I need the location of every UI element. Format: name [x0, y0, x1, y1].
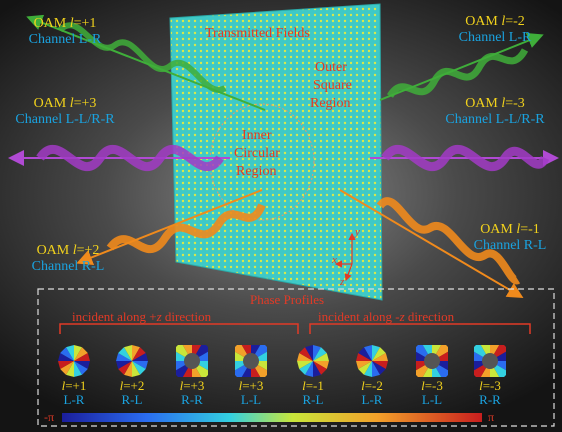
phase-wedge — [358, 347, 372, 361]
phase-wedge — [118, 347, 132, 361]
beam-purple-left — [8, 145, 230, 171]
phase-wedge — [313, 347, 327, 361]
phase-wedge — [356, 353, 372, 361]
phase-wedge — [74, 353, 90, 361]
phase-wedge — [124, 345, 132, 361]
metasurface-panel — [169, 3, 383, 301]
incident-minus-z-label: incident along -z direction — [318, 309, 455, 324]
label-low-left: OAM l=+2 Channel R-L — [31, 243, 105, 274]
phase-profile-icon — [356, 345, 388, 377]
outer-region-line1: Outer — [315, 60, 347, 75]
phase-wedge — [299, 361, 313, 375]
phase-wedge — [372, 345, 380, 361]
inner-region-line1: Inner — [242, 128, 272, 143]
colorbar-min-label: -π — [44, 410, 55, 424]
phase-wedge — [297, 361, 313, 369]
phase-wedge — [313, 361, 329, 369]
axis-y-label: y — [355, 226, 360, 238]
beam-orange-left — [76, 189, 266, 266]
phase-wedge — [358, 361, 372, 375]
phase-wedge — [118, 361, 132, 375]
phase-profile-icon — [58, 345, 90, 377]
phase-wedge — [66, 361, 74, 377]
phase-wedge — [74, 347, 88, 361]
outer-region-line3: Region — [310, 96, 351, 111]
phase-wedge — [313, 353, 329, 361]
bracket-minus-z — [309, 323, 531, 334]
phase-wedge — [116, 361, 132, 369]
phase-wedge — [58, 361, 74, 369]
phase-wedge — [132, 345, 140, 361]
outer-region-line2: Square — [313, 78, 352, 93]
phase-profiles-box — [37, 288, 555, 427]
phase-wedge — [60, 347, 74, 361]
phase-wedge — [372, 347, 386, 361]
axis-z-label: z — [340, 276, 345, 288]
label-top-left: OAM l=+1 Channel L-R — [28, 16, 102, 47]
phase-center-hole — [482, 353, 498, 369]
phase-profile-icon — [297, 345, 329, 377]
incident-plus-z-label: incident along +z direction — [72, 309, 212, 324]
phase-wedge — [66, 345, 74, 361]
phase-wedge — [305, 361, 313, 377]
coordinate-axes — [334, 232, 356, 282]
beam-green-right — [379, 33, 544, 101]
phase-wedge — [60, 361, 74, 375]
phase-center-hole — [184, 353, 200, 369]
inner-region-line2: Circular — [234, 146, 280, 161]
phase-wedge — [364, 361, 372, 377]
phase-wedge — [364, 345, 372, 361]
beam-green-left — [26, 14, 266, 111]
phase-wedge — [313, 361, 321, 377]
phase-wedge — [58, 353, 74, 361]
transmitted-fields-title: Transmitted Fields — [205, 26, 310, 41]
inner-region-line3: Region — [236, 164, 277, 179]
phase-wedge — [132, 361, 146, 375]
phase-center-hole — [243, 353, 259, 369]
phase-wedge — [313, 361, 327, 375]
phase-profiles-title: Phase Profiles — [250, 292, 325, 307]
phase-wedge — [372, 361, 386, 375]
phase-wedge — [305, 345, 313, 361]
phase-wedge — [372, 361, 388, 369]
phase-profile-icon — [116, 345, 148, 377]
phase-wedge — [132, 353, 148, 361]
phase-wedge — [74, 361, 82, 377]
label-top-right: OAM l=-2 Channel L-R — [458, 14, 532, 45]
phase-wedge — [313, 345, 321, 361]
colorbar-max-label: π — [488, 410, 495, 424]
phase-wedge — [132, 361, 140, 377]
beam-purple-right — [370, 145, 559, 171]
phase-center-hole — [424, 353, 440, 369]
phase-wedge — [74, 345, 82, 361]
phase-wedge — [356, 361, 372, 369]
beam-orange-right — [339, 189, 524, 299]
label-low-right: OAM l=-1 Channel R-L — [473, 222, 547, 253]
axis-x-label: x — [332, 254, 337, 266]
phase-wedge — [116, 353, 132, 361]
phase-wedge — [132, 361, 148, 369]
phase-wedge — [74, 361, 90, 369]
phase-wedge — [372, 353, 388, 361]
bracket-plus-z — [59, 323, 299, 334]
label-mid-right: OAM l=-3 Channel L-L/R-R — [445, 96, 545, 127]
phase-wedge — [132, 347, 146, 361]
phase-wedge — [299, 347, 313, 361]
phase-colorbar — [62, 413, 482, 422]
phase-wedge — [372, 361, 380, 377]
label-mid-left: OAM l=+3 Channel L-L/R-R — [15, 96, 115, 127]
phase-wedge — [297, 353, 313, 361]
phase-wedge — [74, 361, 88, 375]
phase-wedge — [124, 361, 132, 377]
